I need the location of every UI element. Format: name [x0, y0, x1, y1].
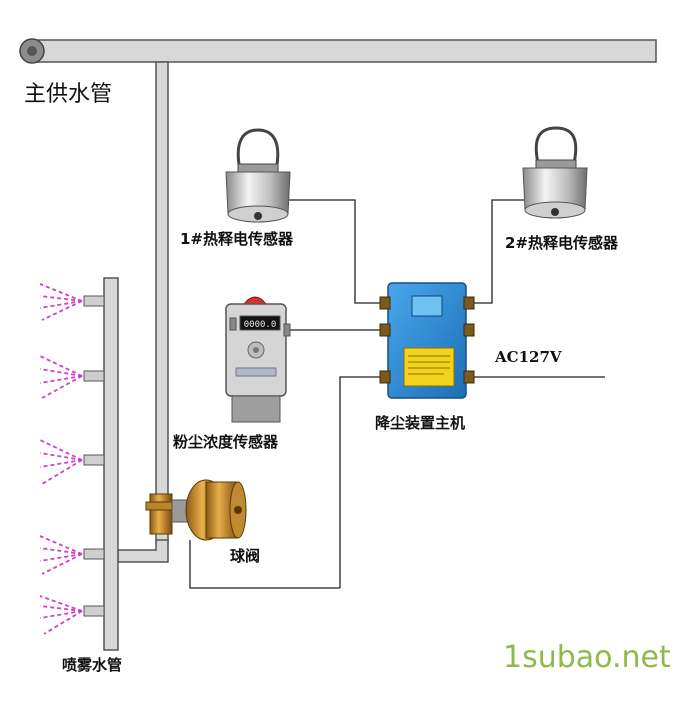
- sensor-1-label: 1#热释电传感器: [180, 230, 294, 248]
- dust-suppression-host: [379, 282, 475, 399]
- spray-pipe-label: 喷雾水管: [62, 656, 123, 674]
- dust-sensor-label: 粉尘浓度传感器: [173, 433, 279, 451]
- main-supply-pipe: [19, 38, 657, 64]
- spray-pipe: [103, 277, 119, 651]
- ball-valve: [145, 479, 247, 541]
- power-label: AC127V: [495, 348, 562, 366]
- signal-wires: [189, 199, 605, 589]
- dust-concentration-sensor: 0000.0: [225, 296, 291, 423]
- spray-nozzles: [39, 283, 105, 635]
- watermark: 1subao.net: [503, 640, 671, 675]
- dust-sensor-display: 0000.0: [244, 320, 277, 330]
- host-label: 降尘装置主机: [375, 414, 466, 432]
- nozzle-1: [39, 283, 105, 321]
- pyroelectric-sensor-1: [225, 128, 291, 223]
- nozzle-4: [39, 535, 105, 575]
- valve-label: 球阀: [230, 547, 261, 565]
- nozzle-2: [39, 355, 105, 399]
- pyroelectric-sensor-2: [522, 126, 588, 219]
- drop-pipe: [117, 61, 169, 563]
- nozzle-3: [39, 439, 105, 485]
- sensor-2-label: 2#热释电传感器: [505, 234, 619, 252]
- nozzle-5: [39, 595, 105, 635]
- main-pipe-label: 主供水管: [24, 82, 113, 107]
